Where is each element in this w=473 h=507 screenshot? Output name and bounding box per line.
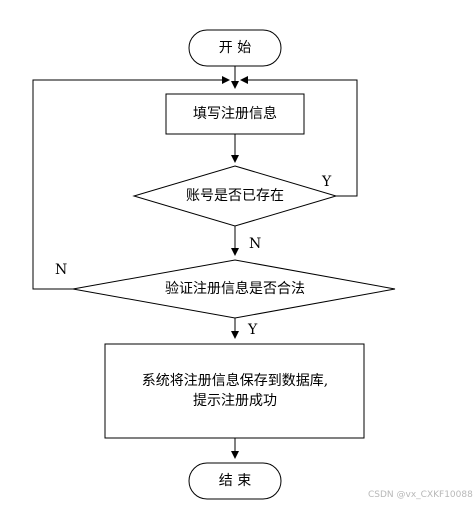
process-save	[104, 343, 365, 439]
validate-label: 验证注册信息是否合法	[165, 281, 305, 297]
process-fill-info	[165, 93, 305, 135]
end-terminal	[188, 462, 282, 500]
branch-no-label-1: N	[249, 236, 262, 252]
branch-yes-label-1: Y	[322, 174, 332, 190]
loop-yes-account-exists	[240, 76, 358, 197]
save-label-line-2: 提示注册成功	[193, 393, 277, 409]
end-label: 结 束	[218, 473, 252, 489]
save-label-line-1: 系统将注册信息保存到数据库,	[141, 373, 329, 389]
loop-no-validate	[32, 76, 230, 290]
save-label: 系统将注册信息保存到数据库, 提示注册成功	[115, 371, 355, 411]
branch-no-label-2: N	[55, 262, 68, 278]
start-label: 开 始	[218, 40, 252, 56]
flowchart-canvas	[32, 29, 396, 500]
branch-yes-label-2: Y	[248, 322, 258, 338]
account-exists-label: 账号是否已存在	[186, 188, 284, 204]
fill-info-label: 填写注册信息	[193, 106, 277, 122]
watermark: CSDN @vx_CXKF10088	[368, 490, 473, 500]
